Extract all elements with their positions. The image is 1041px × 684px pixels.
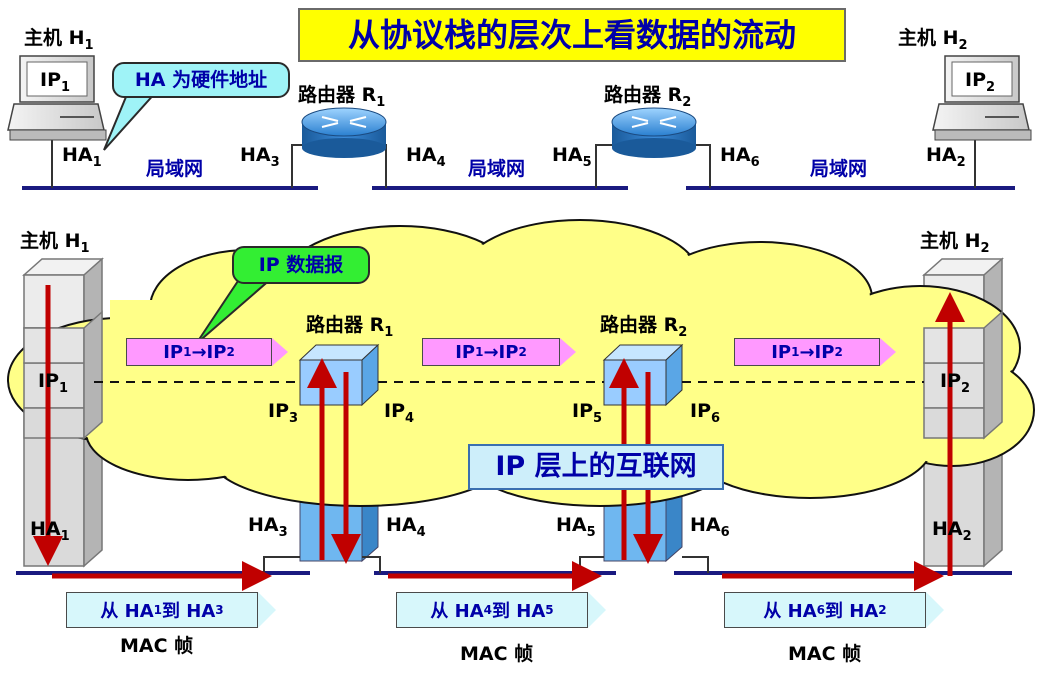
router-r2-ip5-label: IP5	[572, 400, 603, 426]
router-r2-ha5-label: HA5	[556, 514, 596, 540]
router-r1-ha4-label: HA4	[386, 514, 426, 540]
pc-h1-ip-label: IP1	[40, 69, 71, 95]
top-router-r1-label: 路由器 R1	[298, 84, 386, 110]
host-h2-ip2-label: IP2	[940, 370, 971, 396]
router-r2-icon	[611, 107, 697, 158]
router-r1-ha3-label: HA3	[248, 514, 288, 540]
top-ha5-label: HA5	[552, 144, 592, 170]
bottom-host-h2-label: 主机 H2	[920, 230, 990, 256]
mac-frame-label-2: MAC 帧	[460, 643, 534, 665]
host-h1-ip-layer	[23, 310, 103, 440]
top-ha3-label: HA3	[240, 144, 280, 170]
top-lan-2-label: 局域网	[468, 158, 526, 180]
pc-h1-icon	[7, 55, 107, 141]
top-lan-1-label: 局域网	[146, 158, 204, 180]
callout-ip-datagram: IP 数据报	[232, 246, 370, 284]
router-r2-ip6-label: IP6	[690, 400, 721, 426]
bottom-host-h1-label: 主机 H1	[20, 230, 90, 256]
top-host-h2-label: 主机 H2	[898, 27, 968, 53]
router-r1-icon	[301, 107, 387, 158]
callout-hardware-address: HA 为硬件地址	[112, 62, 290, 98]
host-h1-ha1-label: HA1	[30, 518, 70, 544]
host-h2-ha2-label: HA2	[932, 518, 972, 544]
top-ha4-label: HA4	[406, 144, 446, 170]
bottom-router-r1-label: 路由器 R1	[306, 314, 394, 340]
router-r2-ip-box	[602, 343, 684, 407]
top-ha2-label: HA2	[926, 144, 966, 170]
router-r2-ha6-label: HA6	[690, 514, 730, 540]
router-r1-ip3-label: IP3	[268, 400, 299, 426]
callout-ha-pointer	[103, 91, 159, 151]
top-router-r2-label: 路由器 R2	[604, 84, 692, 110]
host-h2-ip-layer	[923, 310, 1003, 440]
router-r1-ip4-label: IP4	[384, 400, 415, 426]
pc-h2-ip-label: IP2	[965, 69, 996, 95]
bottom-router-r2-label: 路由器 R2	[600, 314, 688, 340]
top-host-h1-label: 主机 H1	[24, 27, 94, 53]
mac-frame-label-1: MAC 帧	[120, 635, 194, 657]
page-title: 从协议栈的层次上看数据的流动	[298, 8, 846, 62]
top-ha1-label: HA1	[62, 144, 102, 170]
top-ha6-label: HA6	[720, 144, 760, 170]
pc-h2-icon	[932, 55, 1032, 141]
host-h1-ip1-label: IP1	[38, 370, 69, 396]
mac-frame-label-3: MAC 帧	[788, 643, 862, 665]
router-r1-ip-box	[298, 343, 380, 407]
top-lan-3-label: 局域网	[810, 158, 868, 180]
ip-layer-internet-label: IP 层上的互联网	[468, 444, 724, 490]
